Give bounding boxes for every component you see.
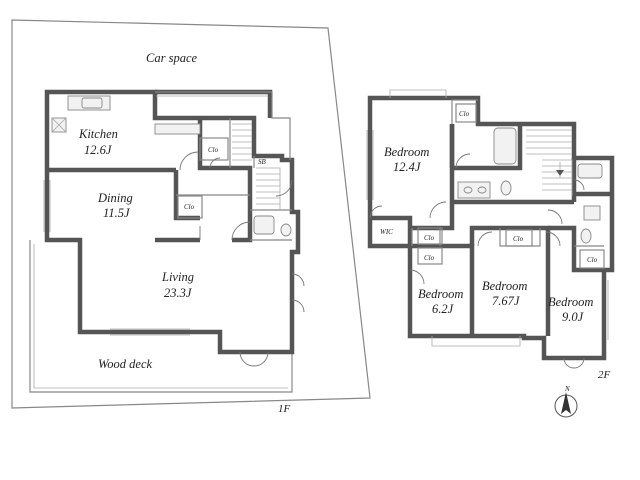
dining-size: 11.5J <box>103 206 131 220</box>
floor-1-plan: Car space Kitchen 12.6J Dining 11.5J Liv… <box>11 19 371 415</box>
living-size: 23.3J <box>164 286 193 300</box>
site-boundary <box>11 19 371 409</box>
north-compass: N <box>554 385 578 418</box>
floor-1-stairs <box>232 123 281 210</box>
kitchen-size: 12.6J <box>84 143 113 157</box>
floor-2-stairs <box>526 129 573 196</box>
bedroom-sw-name: Bedroom <box>418 287 463 301</box>
closet-4-label: Clo <box>587 256 598 264</box>
wic-label: WIC <box>380 228 393 236</box>
main-bedroom-name: Bedroom <box>384 145 429 159</box>
kitchen-closet-label: Clo <box>208 146 219 154</box>
dining-name: Dining <box>97 191 133 205</box>
floor-2-exterior-walls <box>367 95 615 361</box>
floor-2-plan: Bedroom 12.4J Bedroom 6.2J Bedroom 7.67J… <box>366 89 615 381</box>
closet-1-label: Clo <box>424 234 435 242</box>
bedroom-mid-name: Bedroom <box>482 279 527 293</box>
main-bedroom-size: 12.4J <box>393 160 422 174</box>
closet-2-label: Clo <box>424 254 435 262</box>
top-closet-label: Clo <box>459 110 470 118</box>
living-name: Living <box>161 270 194 284</box>
floor-2-label: 2F <box>598 369 611 381</box>
wood-deck-label: Wood deck <box>98 357 152 371</box>
closet-3-label: Clo <box>513 235 524 243</box>
shoe-box-label: SB <box>258 158 267 166</box>
wood-deck-outline <box>29 240 293 393</box>
bedroom-se-size: 9.0J <box>562 310 585 324</box>
floor-1-exterior-walls <box>44 89 301 355</box>
floor-1-label: 1F <box>278 403 291 415</box>
bedroom-mid-size: 7.67J <box>492 294 521 308</box>
hall-closet-label: Clo <box>184 203 195 211</box>
kitchen-name: Kitchen <box>78 127 118 141</box>
north-label: N <box>564 385 570 393</box>
bedroom-sw-size: 6.2J <box>432 302 455 316</box>
car-space-label: Car space <box>146 51 197 65</box>
bedroom-se-name: Bedroom <box>548 295 593 309</box>
